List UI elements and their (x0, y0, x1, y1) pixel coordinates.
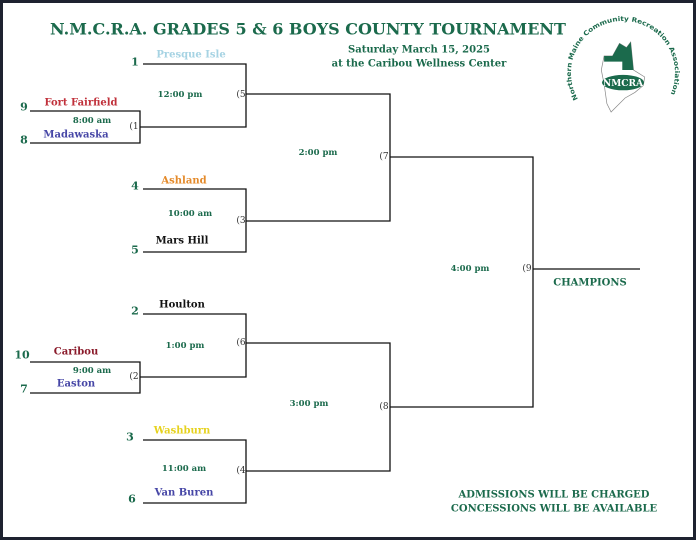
seed-number: 10 (14, 348, 30, 362)
seed-number: 6 (128, 492, 136, 506)
game-number: (6 (236, 338, 246, 348)
seed-number: 9 (20, 100, 28, 114)
event-venue: at the Caribou Wellness Center (331, 58, 507, 70)
game-number: (7 (379, 152, 389, 162)
game-number: (5 (236, 90, 246, 100)
game-number: (4 (236, 466, 246, 476)
seed-number: 2 (131, 304, 139, 318)
team-houlton: Houlton (159, 299, 205, 311)
bracket-lines (30, 63, 640, 504)
page-title: N.M.C.R.A. GRADES 5 & 6 BOYS COUNTY TOUR… (50, 19, 566, 39)
game-time: 2:00 pm (298, 148, 338, 158)
bracket-line (30, 361, 141, 394)
team-ashland: Ashland (161, 175, 207, 187)
game-time: 12:00 pm (157, 90, 203, 100)
bracket-line (30, 110, 141, 144)
game-number: (3 (236, 216, 246, 226)
team-caribou: Caribou (53, 346, 99, 358)
team-mars-hill: Mars Hill (155, 235, 209, 247)
bracket-line (143, 188, 247, 253)
game-time: 8:00 am (72, 116, 112, 126)
game-number: (2 (129, 372, 139, 382)
team-washburn: Washburn (153, 425, 211, 437)
seed-number: 3 (126, 430, 134, 444)
seed-number: 1 (131, 55, 139, 69)
bracket-line (390, 156, 534, 408)
game-time: 9:00 am (72, 366, 112, 376)
seed-number: 8 (20, 133, 28, 147)
logo-badge-text: NMCRA (603, 78, 644, 89)
bracket-line (140, 313, 247, 378)
bracket-line (246, 342, 391, 472)
bracket-page: N.M.C.R.A. GRADES 5 & 6 BOYS COUNTY TOUR… (3, 3, 693, 537)
bracket-line (143, 439, 247, 504)
game-time: 1:00 pm (165, 341, 205, 351)
team-van-buren: Van Buren (154, 487, 214, 499)
game-number: (8 (379, 402, 389, 412)
seed-number: 5 (131, 243, 139, 257)
game-number: (1 (129, 122, 139, 132)
team-madawaska: Madawaska (43, 129, 109, 141)
game-time: 10:00 am (167, 209, 213, 219)
event-date: Saturday March 15, 2025 (348, 44, 490, 56)
seed-number: 4 (131, 179, 139, 193)
team-easton: Easton (56, 378, 96, 390)
seed-number: 7 (20, 382, 28, 396)
team-fort-fairfield: Fort Fairfield (44, 97, 118, 109)
game-time: 4:00 pm (450, 264, 490, 274)
concessions-note: CONCESSIONS WILL BE AVAILABLE (450, 503, 658, 515)
nmcra-logo: NMCRA Northern Maine Community Recreatio… (565, 15, 681, 113)
game-time: 3:00 pm (289, 399, 329, 409)
champions-label: CHAMPIONS (553, 277, 627, 289)
bracket-line (140, 63, 247, 128)
game-time: 11:00 am (161, 464, 207, 474)
game-number: (9 (522, 264, 532, 274)
team-presque-isle: Presque Isle (156, 49, 226, 61)
admissions-note: ADMISSIONS WILL BE CHARGED (458, 489, 650, 501)
